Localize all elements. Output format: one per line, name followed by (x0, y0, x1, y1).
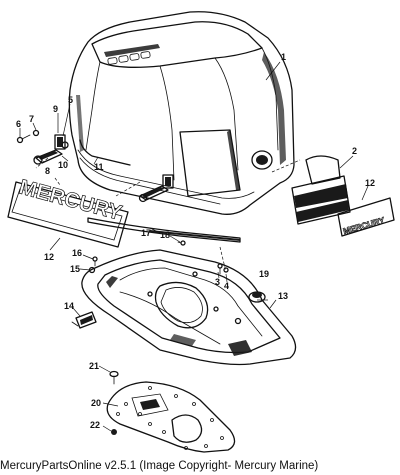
plate-holes (116, 386, 224, 450)
decal-text-right: MERCURY (342, 215, 386, 236)
callout-labels: 1 2 3 4 5 6 7 9 10 8 11 12 12 13 14 15 1… (16, 52, 375, 430)
callout-19: 19 (259, 269, 269, 279)
seal-strip-17[interactable] (87, 217, 241, 243)
callout-12-left: 12 (44, 252, 54, 262)
alignment-line (54, 177, 61, 186)
seal-strip-11[interactable] (79, 139, 131, 166)
callout-17: 17 (141, 228, 151, 238)
screw-6[interactable] (16, 134, 31, 144)
grommet-19[interactable] (248, 291, 266, 303)
callout-9: 9 (53, 104, 58, 114)
top-cowl[interactable] (68, 11, 295, 215)
callout-13: 13 (278, 291, 288, 301)
callout-2: 2 (352, 146, 357, 156)
screw-4[interactable] (223, 267, 229, 273)
side-pad-2[interactable] (291, 155, 351, 225)
bottom-cowl[interactable] (81, 249, 297, 366)
side-latch-assembly[interactable] (138, 174, 174, 203)
front-latch-assembly[interactable] (33, 134, 69, 165)
callout-21: 21 (89, 361, 99, 371)
leader-lines (19, 61, 369, 432)
alignment-line (271, 159, 301, 173)
callout-6: 6 (16, 119, 21, 129)
screw-21[interactable] (109, 370, 119, 385)
mercury-decal-left[interactable]: MERCURY (7, 175, 129, 248)
copyright-caption: MercuryPartsOnline v2.5.1 (Image Copyrig… (0, 460, 319, 472)
callout-4: 4 (224, 281, 229, 291)
callout-22: 22 (90, 420, 100, 430)
screw-18[interactable] (177, 240, 186, 246)
callout-12-right: 12 (365, 178, 375, 188)
fastener-16[interactable] (92, 256, 98, 267)
callout-20: 20 (91, 398, 101, 408)
nut-22[interactable] (111, 429, 117, 435)
cowl-side-opening (251, 150, 273, 170)
callout-16: 16 (72, 248, 82, 258)
callout-11: 11 (94, 162, 104, 172)
screw-3[interactable] (217, 263, 223, 275)
clip-14[interactable] (71, 311, 97, 329)
callout-1: 1 (281, 52, 286, 62)
callout-15: 15 (70, 264, 80, 274)
callout-14: 14 (64, 301, 74, 311)
mounting-plate-20[interactable] (106, 381, 236, 453)
callout-5: 5 (68, 95, 73, 105)
callout-8: 8 (45, 166, 50, 176)
callout-18: 18 (160, 230, 170, 240)
vent-slots (104, 44, 160, 65)
callout-7: 7 (29, 114, 34, 124)
callout-10: 10 (58, 160, 68, 170)
washer-7[interactable] (32, 129, 40, 137)
callout-3: 3 (215, 277, 220, 287)
